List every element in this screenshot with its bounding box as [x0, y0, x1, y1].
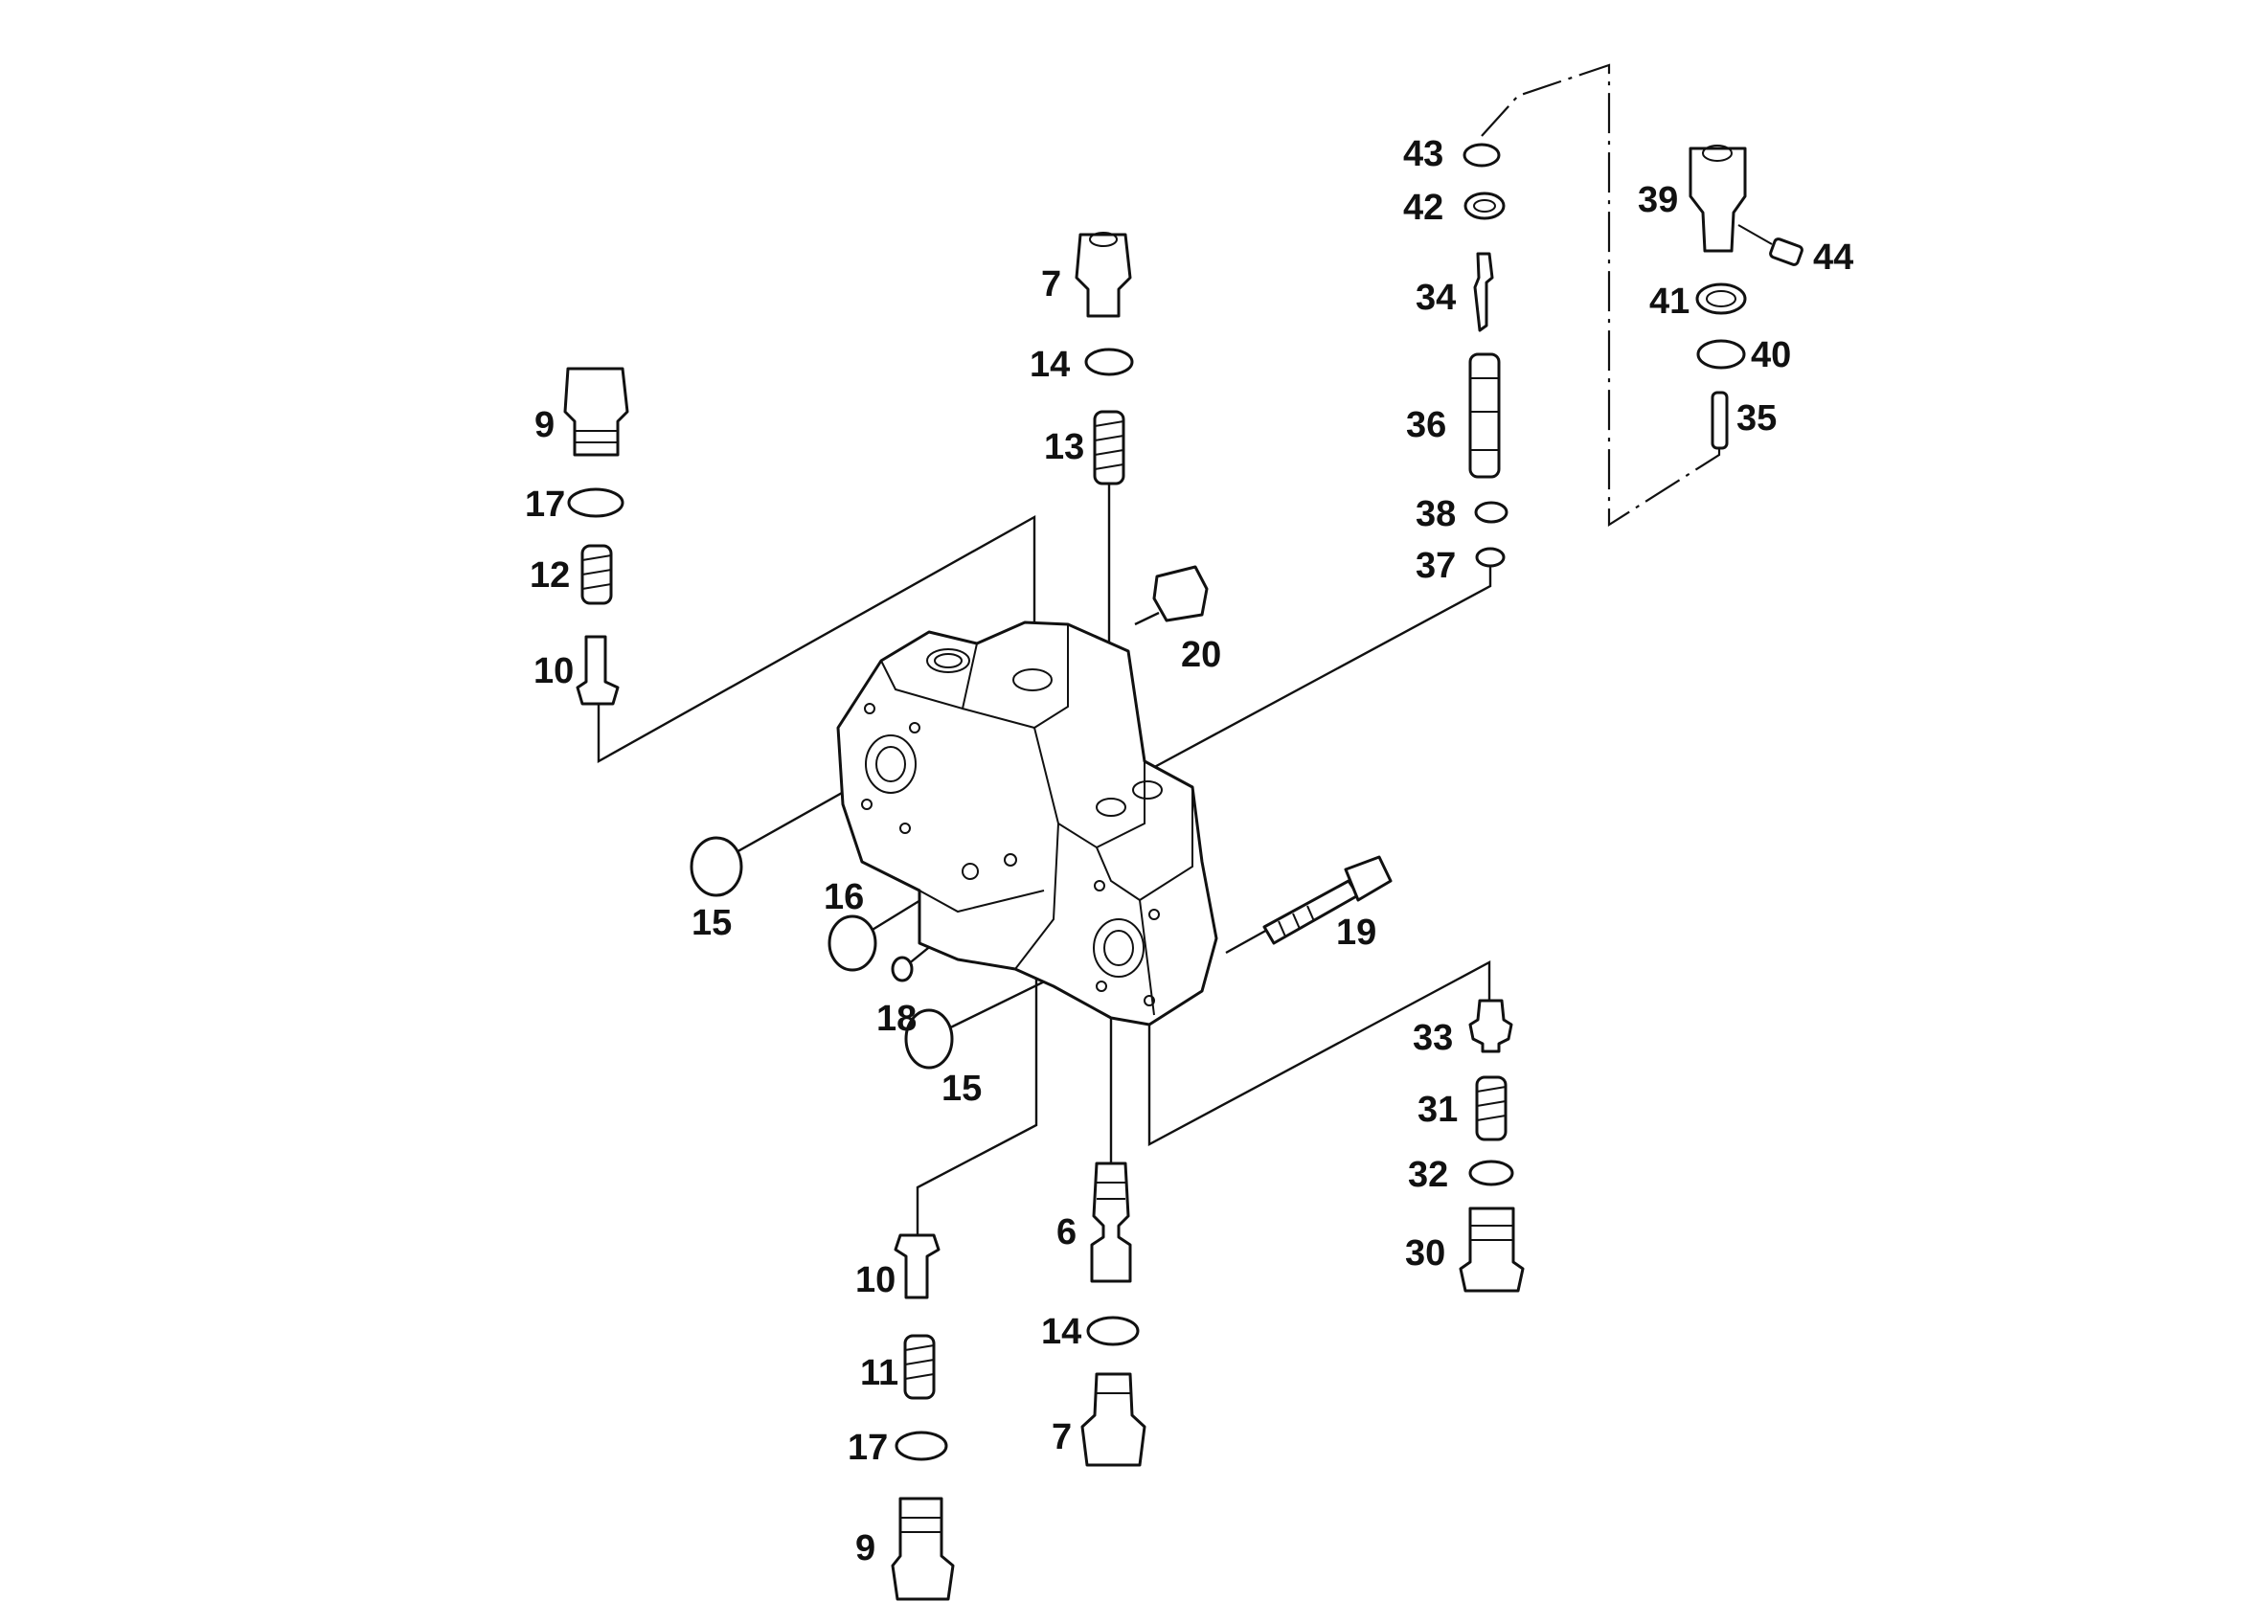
- part-7-top-plug: [1075, 233, 1132, 318]
- part-7-bottom-plug: [1080, 1372, 1146, 1467]
- callout-16: 16: [824, 877, 865, 917]
- part-13-spring: [1093, 410, 1125, 485]
- part-15-bottom-oring: [904, 1008, 954, 1070]
- part-9-bottom-plug: [891, 1497, 955, 1601]
- callout-20: 20: [1181, 635, 1222, 675]
- part-33-plug: [1468, 999, 1513, 1053]
- callout-40: 40: [1751, 335, 1792, 375]
- callout-7-top: 7: [1041, 264, 1062, 304]
- part-40-oring: [1696, 339, 1746, 370]
- callout-10-top: 10: [533, 651, 575, 691]
- part-39-plug: [1689, 147, 1747, 253]
- callout-33: 33: [1413, 1018, 1454, 1058]
- callout-38: 38: [1416, 494, 1457, 534]
- callout-36: 36: [1406, 405, 1447, 445]
- callout-14-top: 14: [1030, 345, 1071, 385]
- part-32-oring: [1468, 1160, 1514, 1186]
- part-10-top-pin: [576, 635, 620, 706]
- part-30-plug: [1459, 1207, 1525, 1293]
- callout-9-bottom: 9: [855, 1528, 876, 1568]
- part-9-top-plug: [563, 367, 629, 457]
- callout-18: 18: [876, 999, 918, 1039]
- callout-15-left: 15: [692, 903, 733, 943]
- part-14-top-oring: [1084, 348, 1134, 376]
- callout-13: 13: [1044, 427, 1085, 467]
- leader-37-block: [1146, 565, 1492, 773]
- part-41-washer: [1695, 282, 1747, 315]
- part-37-oring: [1475, 547, 1506, 568]
- part-6-fitting: [1090, 1162, 1132, 1283]
- leader-19: [1225, 927, 1270, 955]
- callout-34: 34: [1416, 278, 1457, 318]
- callout-15-bottom: 15: [941, 1069, 983, 1109]
- part-12-spring: [580, 544, 613, 605]
- callout-6: 6: [1056, 1212, 1077, 1252]
- part-16-oring: [828, 914, 877, 972]
- leader-33: [1147, 959, 1491, 1147]
- part-11-spring: [903, 1334, 936, 1400]
- part-18-oring: [891, 956, 914, 982]
- leader-43-35: [1481, 63, 1721, 528]
- part-19-bolt: [1262, 855, 1393, 945]
- callout-42: 42: [1403, 188, 1444, 228]
- callout-14-bottom: 14: [1041, 1312, 1082, 1352]
- valve-block: [836, 620, 1218, 1026]
- callout-43: 43: [1403, 134, 1444, 174]
- leader-10-bottom: [916, 975, 1038, 1235]
- callout-9-top: 9: [534, 405, 556, 445]
- callout-11: 11: [860, 1353, 899, 1393]
- leader-10-block: [597, 514, 1036, 764]
- part-20-plug: [1152, 565, 1209, 622]
- leader-lines: [597, 63, 1721, 1235]
- part-14-bottom-oring: [1086, 1316, 1140, 1346]
- part-31-spring: [1475, 1075, 1508, 1141]
- callout-39: 39: [1638, 180, 1679, 220]
- callout-19: 19: [1336, 913, 1377, 953]
- callout-41: 41: [1649, 282, 1690, 322]
- callout-31: 31: [1418, 1090, 1459, 1130]
- part-10-bottom-pin: [894, 1233, 941, 1299]
- callout-10-bottom: 10: [855, 1260, 896, 1300]
- callout-35: 35: [1736, 398, 1778, 439]
- part-17-bottom-oring: [895, 1431, 948, 1461]
- callout-7-bottom: 7: [1052, 1417, 1073, 1457]
- part-42-washer: [1463, 192, 1506, 220]
- part-15-left-oring: [690, 836, 743, 897]
- callout-12: 12: [530, 555, 571, 596]
- part-17-top-oring: [567, 487, 624, 518]
- callout-37: 37: [1416, 546, 1457, 586]
- callout-44: 44: [1813, 237, 1854, 278]
- leader-20: [1134, 611, 1160, 626]
- part-38-oring: [1474, 501, 1508, 524]
- callout-30: 30: [1405, 1233, 1446, 1274]
- parts: [563, 143, 1803, 1601]
- part-35-pin: [1711, 391, 1729, 450]
- callout-32: 32: [1408, 1155, 1449, 1195]
- part-43-oring: [1463, 143, 1501, 168]
- part-34-pin: [1473, 252, 1494, 332]
- callout-17-bottom: 17: [848, 1428, 889, 1468]
- callout-17-top: 17: [525, 485, 566, 525]
- part-36-spool: [1468, 352, 1501, 479]
- part-44-screw: [1769, 237, 1803, 266]
